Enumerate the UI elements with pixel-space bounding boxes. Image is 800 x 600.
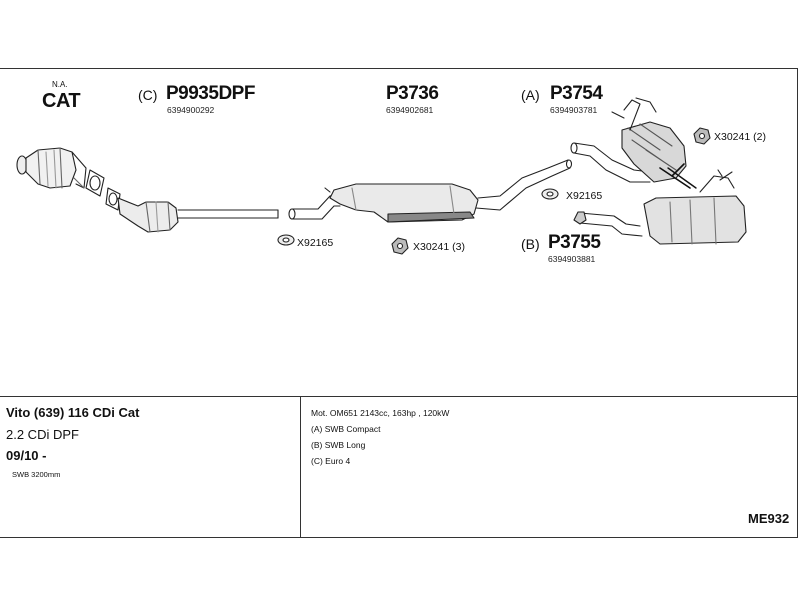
part-a-number: 6394903781: [550, 105, 598, 115]
note-a: (A) SWB Compact: [311, 424, 381, 434]
clamp-icon-mid: [391, 237, 409, 255]
clamp-icon-b: [573, 211, 587, 225]
rear-silencer-a: [570, 97, 697, 189]
clamp-mid-label: X30241 (3): [413, 241, 465, 253]
part-b-number: 6394903881: [548, 254, 596, 264]
vehicle-engine: 2.2 CDi DPF: [6, 427, 79, 442]
dpf-unit: [117, 197, 279, 233]
flange-gaskets: [85, 169, 121, 211]
clamp-right-label: X30241 (2): [714, 131, 766, 143]
info-divider-vertical: [300, 396, 301, 538]
part-a-prefix: (A): [521, 87, 540, 103]
part-c-number: 6394900292: [167, 105, 215, 115]
note-motor: Mot. OM651 2143cc, 163hp , 120kW: [311, 408, 450, 418]
part-p3736-code: P3736: [386, 83, 439, 104]
note-b: (B) SWB Long: [311, 440, 366, 450]
gasket-right-label: X92165: [566, 190, 603, 202]
part-c-code: P9935DPF: [166, 83, 255, 104]
part-p3736-number: 6394902681: [386, 105, 434, 115]
note-c: (C) Euro 4: [311, 456, 351, 466]
part-a-code: P3754: [550, 83, 603, 104]
diagram-code: ME932: [748, 511, 790, 526]
middle-silencer: [288, 159, 573, 223]
diagram-frame: [0, 68, 798, 538]
catalytic-converter: [16, 147, 87, 189]
part-b-code: P3755: [548, 232, 601, 253]
clamp-icon-right: [693, 127, 711, 145]
part-c-prefix: (C): [138, 87, 158, 103]
info-divider-horizontal: [0, 396, 798, 397]
cat-label: CAT: [42, 90, 81, 112]
part-b-prefix: (B): [521, 236, 540, 252]
gasket-left-label: X92165: [297, 237, 334, 249]
vehicle-model: Vito (639) 116 CDi Cat: [6, 405, 140, 420]
vehicle-date: 09/10 -: [6, 448, 47, 463]
vehicle-wheelbase: SWB 3200mm: [12, 470, 61, 479]
gasket-icon-left: [277, 234, 295, 246]
cat-superscript: N.A.: [52, 80, 68, 89]
gasket-icon-right: [541, 188, 559, 200]
